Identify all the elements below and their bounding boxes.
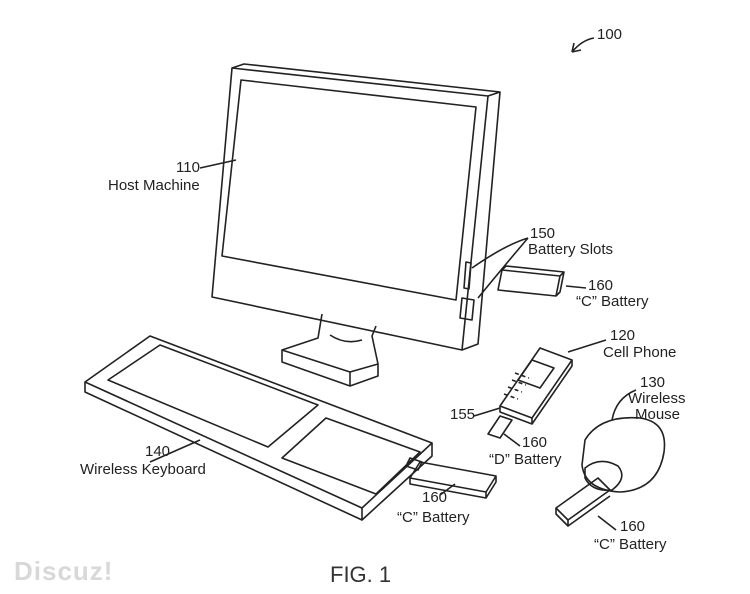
cell-phone: [499, 347, 573, 425]
battery-slot-upper: [463, 261, 472, 290]
wireless-keyboard: [84, 335, 433, 521]
watermark: Discuz!: [14, 556, 114, 586]
ref-120: 120: [610, 327, 636, 344]
leader-130: [611, 389, 637, 421]
wireless-mouse: [581, 416, 666, 493]
ref-160-monitor: 160: [588, 277, 614, 294]
label-wireless-keyboard: Wireless Keyboard: [80, 461, 206, 478]
leader-150: [471, 237, 529, 299]
label-c-battery-mouse: “C” Battery: [594, 536, 667, 553]
label-c-battery-monitor: “C” Battery: [576, 293, 649, 310]
battery-c-mouse: [555, 477, 611, 527]
label-wireless: Wireless: [628, 390, 686, 407]
figure-caption: FIG. 1: [330, 562, 392, 587]
label-cell-phone: Cell Phone: [603, 344, 677, 361]
ref-100: 100: [597, 26, 623, 43]
host-machine-monitor: [211, 63, 501, 351]
ref-160-mouse: 160: [620, 518, 646, 535]
ref-160-phone: 160: [522, 434, 548, 451]
leader-140: [149, 439, 201, 463]
label-d-battery: “D” Battery: [489, 451, 562, 468]
ref-155: 155: [450, 406, 476, 423]
monitor-stand: [281, 313, 379, 387]
label-c-battery-keyboard: “C” Battery: [397, 509, 470, 526]
leader-160-top: [565, 285, 587, 289]
leader-160-d: [503, 433, 521, 447]
ref-arrow-100: [571, 37, 595, 53]
ref-150: 150: [530, 225, 556, 242]
leader-160-mouse: [597, 515, 617, 531]
ref-110: 110: [176, 159, 200, 176]
label-mouse: Mouse: [635, 406, 681, 423]
ref-130: 130: [640, 374, 666, 391]
label-battery-slots: Battery Slots: [528, 241, 614, 258]
ref-140: 140: [145, 443, 171, 460]
leader-120: [567, 339, 607, 353]
battery-slot-lower: [459, 297, 475, 321]
ref-160-keyboard: 160: [422, 489, 448, 506]
leader-155: [473, 407, 501, 417]
leader-160-kb: [439, 483, 456, 496]
label-host-machine: Host Machine: [108, 177, 200, 194]
leader-110: [199, 159, 237, 169]
battery-c-monitor: [497, 265, 565, 297]
battery-d-phone: [487, 415, 513, 439]
battery-c-keyboard: [409, 461, 497, 499]
